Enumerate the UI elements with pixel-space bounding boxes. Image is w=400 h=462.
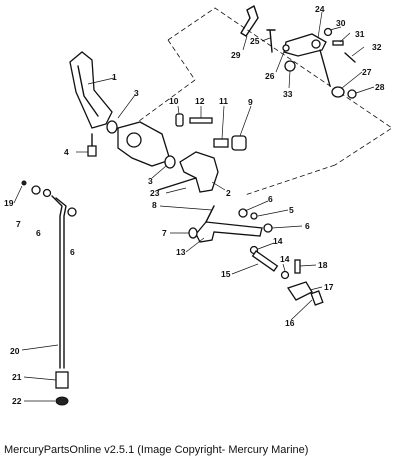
leader-lines	[13, 11, 375, 402]
callout-3b: 3	[148, 176, 153, 186]
callout-9: 9	[248, 97, 253, 107]
washer-28	[347, 89, 357, 99]
pin-19	[21, 180, 27, 186]
cotter-32	[344, 52, 356, 63]
callout-5: 5	[289, 205, 294, 215]
callout-29: 29	[231, 50, 241, 60]
callout-24: 24	[315, 4, 325, 14]
washer-5	[250, 212, 258, 220]
callout-2: 2	[226, 188, 231, 198]
cam-lever-rib	[77, 65, 99, 117]
nut-21	[55, 371, 69, 389]
callout-18: 18	[318, 260, 328, 270]
spacer-10	[175, 113, 184, 127]
callout-13: 13	[176, 247, 186, 257]
washer-3b	[164, 155, 176, 169]
callout-27: 27	[362, 67, 372, 77]
screw-16	[310, 290, 324, 306]
callout-11: 11	[219, 96, 228, 106]
callout-20: 20	[10, 346, 20, 356]
callout-26: 26	[265, 71, 275, 81]
bushing-27	[331, 86, 345, 98]
bushing-7	[188, 227, 198, 239]
washer-6d	[67, 207, 77, 217]
callout-32: 32	[372, 42, 382, 52]
nut-22	[55, 396, 69, 406]
callout-1: 1	[112, 72, 117, 82]
cam-lever-1	[69, 51, 113, 129]
mount-boss	[126, 132, 142, 148]
callout-3a: 3	[134, 88, 139, 98]
callout-16: 16	[285, 318, 295, 328]
nut-33	[284, 60, 296, 72]
callout-23: 23	[150, 188, 160, 198]
callout-6d: 6	[70, 247, 75, 257]
washer-14b	[280, 270, 290, 280]
link-rod	[319, 49, 331, 87]
washer-26	[282, 44, 290, 52]
callout-10: 10	[169, 96, 179, 106]
washer-3	[106, 120, 118, 134]
callout-30: 30	[336, 18, 346, 28]
screw-25	[266, 29, 276, 53]
callout-7b: 7	[16, 219, 21, 229]
lever-29	[240, 5, 259, 37]
callout-17: 17	[324, 282, 334, 292]
pin-12	[189, 117, 213, 124]
pin-15	[251, 250, 279, 272]
washer-6c	[42, 188, 52, 198]
mount-bracket	[117, 121, 171, 167]
stud-11	[213, 138, 229, 148]
rod-20	[51, 195, 63, 369]
washer-7b	[31, 185, 41, 195]
pin-31	[332, 40, 344, 46]
callout-8: 8	[152, 200, 157, 210]
stud-18	[294, 259, 301, 274]
callout-15: 15	[221, 269, 231, 279]
callout-12: 12	[195, 96, 205, 106]
washer-6b	[263, 223, 273, 233]
callout-33: 33	[283, 89, 293, 99]
connector-9	[231, 135, 247, 151]
lower-right-linkage	[249, 245, 324, 306]
shaft-23	[157, 177, 197, 191]
shift-rod-assembly	[21, 180, 77, 406]
upper-right-linkage	[240, 5, 357, 99]
lever-arm	[205, 205, 215, 223]
subassembly-boundary	[119, 7, 393, 196]
bracket-pivot	[311, 39, 321, 49]
callout-28: 28	[375, 82, 385, 92]
callout-14a: 14	[273, 236, 283, 246]
callout-6c: 6	[36, 228, 41, 238]
copyright-caption: MercuryPartsOnline v2.5.1 (Image Copyrig…	[4, 444, 309, 456]
washer-30	[323, 27, 333, 37]
center-assembly	[117, 113, 247, 193]
callout-25: 25	[250, 36, 260, 46]
rod-20-edge	[55, 197, 67, 369]
callout-22: 22	[12, 396, 22, 406]
callout-labels: 1 2 3 3 4 5 6 6 6 6 7 7 8 9 10 11 12 13 …	[4, 4, 385, 406]
callout-6b: 6	[305, 221, 310, 231]
shift-lever-13	[195, 221, 263, 243]
callout-7a: 7	[162, 228, 167, 238]
callout-31: 31	[355, 29, 365, 39]
washer-6a	[238, 208, 248, 218]
cam-lever-assembly	[69, 51, 118, 157]
callout-14b: 14	[280, 254, 290, 264]
callout-19: 19	[4, 198, 14, 208]
shift-lever-assembly	[188, 205, 273, 243]
callout-4: 4	[64, 147, 69, 157]
callout-6a: 6	[268, 194, 273, 204]
bolt-4	[87, 145, 97, 157]
link-17	[286, 281, 313, 301]
callout-21: 21	[12, 372, 22, 382]
lever-2	[179, 151, 219, 193]
